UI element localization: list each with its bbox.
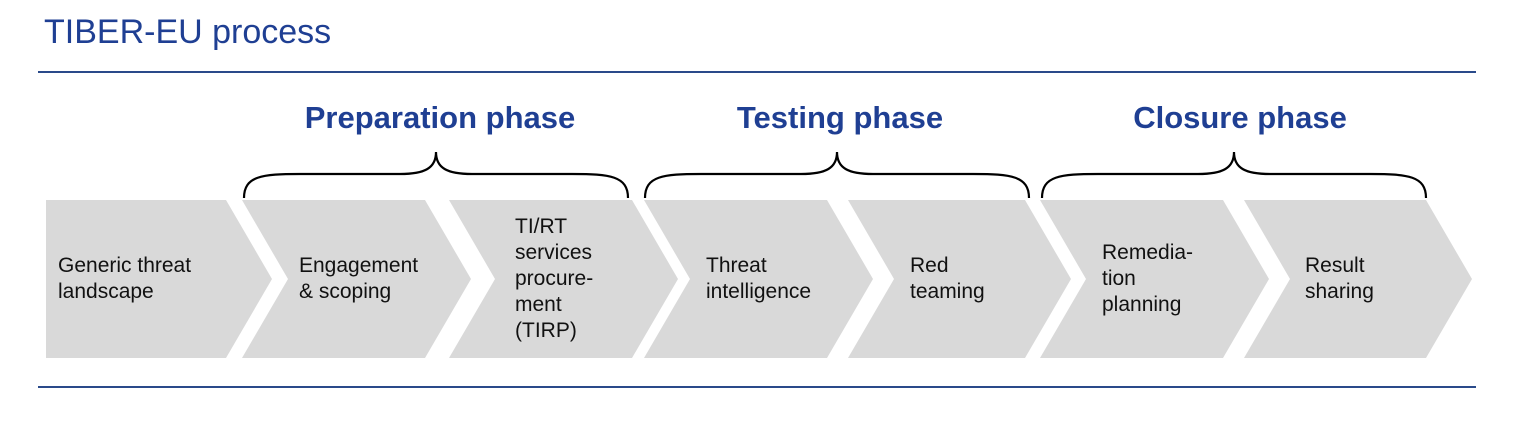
- step-label-red-teaming: Red teaming: [910, 254, 985, 303]
- phase-title-testing: Testing phase: [736, 100, 944, 135]
- step-label-generic-threat-landscape: Generic threat landscape: [58, 254, 192, 303]
- chevron-result-sharing: [1244, 200, 1472, 358]
- step-label-threat-intelligence: Threat intelligence: [706, 254, 812, 303]
- chevron-remediation-planning: [1040, 200, 1269, 358]
- page-title: TIBER-EU process: [44, 13, 332, 51]
- bottom-divider: [38, 386, 1476, 388]
- step-label-remediation-planning: Remedia- tion planning: [1102, 241, 1194, 316]
- chevron-tirp: [449, 200, 678, 358]
- chevron-threat-intelligence: [644, 200, 873, 358]
- brace-preparation: [242, 151, 630, 199]
- step-label-tirp: TI/RT services procure- ment (TIRP): [515, 215, 594, 342]
- brace-testing: [643, 151, 1031, 199]
- brace-closure: [1040, 151, 1428, 199]
- chevron-red-teaming: [848, 200, 1071, 358]
- phase-title-preparation: Preparation phase: [304, 100, 576, 135]
- step-label-engagement-scoping: Engagement & scoping: [299, 254, 419, 303]
- chevron-engagement-scoping: [242, 200, 471, 358]
- step-label-result-sharing: Result sharing: [1305, 254, 1374, 303]
- chevron-generic-threat-landscape: [46, 200, 272, 358]
- phase-title-closure: Closure phase: [1133, 100, 1347, 135]
- top-divider: [38, 71, 1476, 73]
